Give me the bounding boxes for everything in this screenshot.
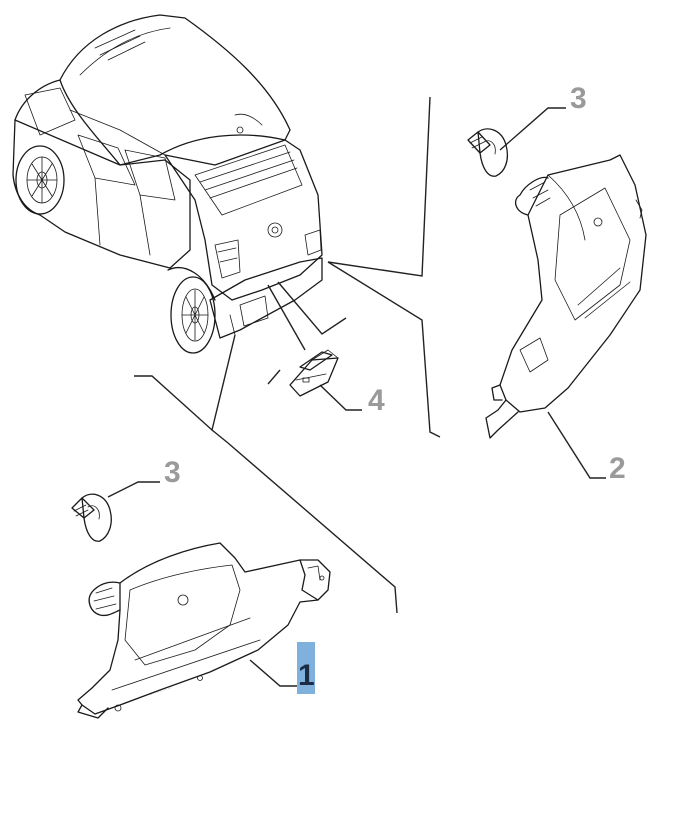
bulb-bottom xyxy=(71,493,112,542)
plate-light xyxy=(289,349,339,397)
callout-highlight-box xyxy=(297,642,315,694)
callout-labels: 3 3 4 2 1 xyxy=(164,82,626,694)
rear-lamp-right xyxy=(485,154,647,439)
rear-lamp-left: ··· ····· ·· ··· xyxy=(77,542,331,719)
callout-plate-light: 4 xyxy=(368,384,385,417)
callout-bulb-bottom: 3 xyxy=(164,456,181,489)
callout-lamp-left: 1 xyxy=(298,659,315,692)
car-illustration xyxy=(12,14,323,354)
callout-lamp-right: 2 xyxy=(609,452,626,485)
leader-lines xyxy=(107,96,606,687)
callout-bulb-top: 3 xyxy=(570,82,587,115)
svg-text:··· ····· ·· ···: ··· ····· ·· ··· xyxy=(149,685,173,697)
bulb-top xyxy=(467,128,509,177)
